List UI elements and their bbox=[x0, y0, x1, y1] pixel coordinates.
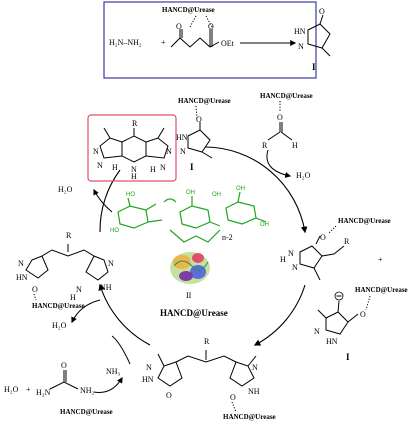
svg-text:N: N bbox=[97, 161, 103, 170]
svg-text:I: I bbox=[312, 62, 316, 72]
product-box bbox=[87, 114, 177, 182]
svg-text:R: R bbox=[66, 231, 72, 240]
svg-text:N: N bbox=[252, 363, 258, 372]
svg-text:N: N bbox=[131, 165, 137, 174]
water-label-3: H₂O bbox=[52, 321, 67, 330]
svg-text:O: O bbox=[196, 115, 202, 124]
svg-text:R: R bbox=[344, 237, 350, 246]
pyranopyrazole-product: R N N H N H N N H bbox=[93, 119, 172, 181]
svg-text:O: O bbox=[320, 233, 326, 242]
svg-text:N: N bbox=[298, 42, 304, 51]
svg-text:HN: HN bbox=[16, 273, 28, 282]
svg-text:R: R bbox=[204, 337, 210, 346]
water-label-4: H₂O bbox=[58, 185, 73, 194]
knoevenagel-intermediate: O R N N H + bbox=[280, 225, 383, 281]
catalyst-label-6: HANCD@Urease bbox=[60, 408, 113, 416]
urease-enzyme-graphic bbox=[170, 252, 210, 284]
water-release-arrow-1 bbox=[71, 299, 101, 324]
aldehyde: O R H bbox=[262, 101, 298, 150]
catalyst-label-2: HANCD@Urease bbox=[260, 92, 313, 100]
svg-text:O: O bbox=[319, 7, 325, 16]
svg-text:O: O bbox=[230, 393, 236, 402]
plus-sign-bottom: + bbox=[26, 385, 31, 394]
svg-text:NH: NH bbox=[248, 387, 260, 396]
svg-text:N: N bbox=[160, 163, 166, 172]
svg-text:N: N bbox=[180, 147, 186, 156]
svg-text:OH: OH bbox=[212, 192, 221, 198]
svg-text:N: N bbox=[93, 147, 99, 156]
svg-text:O: O bbox=[32, 285, 38, 294]
svg-text:R: R bbox=[262, 141, 268, 150]
center-marker: II bbox=[186, 291, 192, 300]
svg-text:N: N bbox=[76, 285, 82, 294]
svg-text:OH: OH bbox=[260, 222, 269, 228]
svg-text:O: O bbox=[61, 361, 67, 370]
svg-text:H: H bbox=[70, 293, 76, 302]
svg-text:HN: HN bbox=[294, 27, 306, 36]
ethyl-acetoacetate: O O OEt bbox=[170, 15, 235, 48]
catalyst-label-3: HANCD@Urease bbox=[338, 217, 391, 225]
top-reaction-box bbox=[103, 1, 317, 79]
svg-text:OH: OH bbox=[186, 190, 195, 196]
water-release-arrow-2 bbox=[93, 188, 113, 213]
svg-text:N: N bbox=[166, 147, 172, 156]
ammonia-label: NH₃ bbox=[106, 367, 121, 376]
svg-text:H₂N: H₂N bbox=[36, 388, 51, 397]
svg-text:I: I bbox=[346, 352, 350, 362]
svg-text:O: O bbox=[277, 113, 283, 122]
svg-text:N: N bbox=[288, 249, 294, 258]
svg-text:HN: HN bbox=[142, 375, 154, 384]
svg-text:NH: NH bbox=[100, 283, 112, 292]
svg-text:H: H bbox=[292, 141, 298, 150]
svg-text:H: H bbox=[280, 255, 286, 264]
svg-text:NH₂: NH₂ bbox=[80, 386, 95, 395]
cyclodextrin-structure: HO OH OH OH OH HO bbox=[110, 186, 269, 243]
svg-text:OEt: OEt bbox=[221, 39, 235, 48]
water-label-2: H₂O bbox=[4, 385, 19, 394]
svg-text:OH: OH bbox=[236, 186, 245, 192]
svg-text:N: N bbox=[146, 363, 152, 372]
svg-text:HN: HN bbox=[176, 133, 188, 142]
svg-text:N: N bbox=[18, 259, 24, 268]
center-repeat-label: n-2 bbox=[222, 233, 233, 242]
catalyst-label-7: HANCD@Urease bbox=[32, 302, 85, 310]
ammonia-entry-arrow bbox=[111, 335, 131, 365]
plus-sign-top: + bbox=[161, 38, 166, 47]
svg-text:+: + bbox=[378, 255, 383, 264]
catalytic-cycle-arc bbox=[98, 146, 308, 346]
bis-pyrazolone: R N HN O N NH O bbox=[142, 337, 260, 413]
svg-text:HO: HO bbox=[126, 192, 135, 198]
svg-text:H: H bbox=[150, 165, 156, 174]
svg-text:O: O bbox=[166, 391, 172, 400]
imine-intermediate: R N HN O N NH N H bbox=[16, 231, 114, 302]
aldehyde-entry-arrow bbox=[266, 149, 292, 178]
urea: O H₂N NH₂ bbox=[36, 361, 95, 397]
pyrazolone-enolate: O N HN I bbox=[314, 291, 371, 362]
svg-text:O: O bbox=[176, 22, 182, 31]
svg-text:N: N bbox=[292, 263, 298, 272]
urea-hydrolysis-arrow bbox=[93, 376, 123, 393]
pyrazolone-top: O HN N I bbox=[294, 7, 331, 72]
svg-text:R: R bbox=[132, 119, 138, 128]
svg-text:H: H bbox=[131, 172, 137, 181]
svg-text:O: O bbox=[360, 310, 366, 319]
svg-text:O: O bbox=[208, 22, 214, 31]
svg-text:H: H bbox=[112, 163, 118, 172]
top-catalyst-label: HANCD@Urease bbox=[162, 6, 215, 14]
catalyst-label-4: HANCD@Urease bbox=[355, 286, 408, 294]
catalyst-label-5: HANCD@Urease bbox=[223, 413, 276, 421]
svg-text:I: I bbox=[190, 162, 194, 172]
catalyst-label-1: HANCD@Urease bbox=[178, 97, 231, 105]
svg-text:N: N bbox=[108, 259, 114, 268]
center-catalyst-label: HANCD@Urease bbox=[160, 308, 228, 318]
pyrazolone-activated: O HN N I bbox=[176, 105, 213, 172]
svg-text:HN: HN bbox=[326, 337, 338, 346]
svg-text:N: N bbox=[314, 327, 320, 336]
svg-text:HO: HO bbox=[110, 228, 119, 234]
water-label-1: H₂O bbox=[296, 171, 311, 180]
hydrazine-formula: H₂N–NH₂ bbox=[109, 38, 142, 47]
